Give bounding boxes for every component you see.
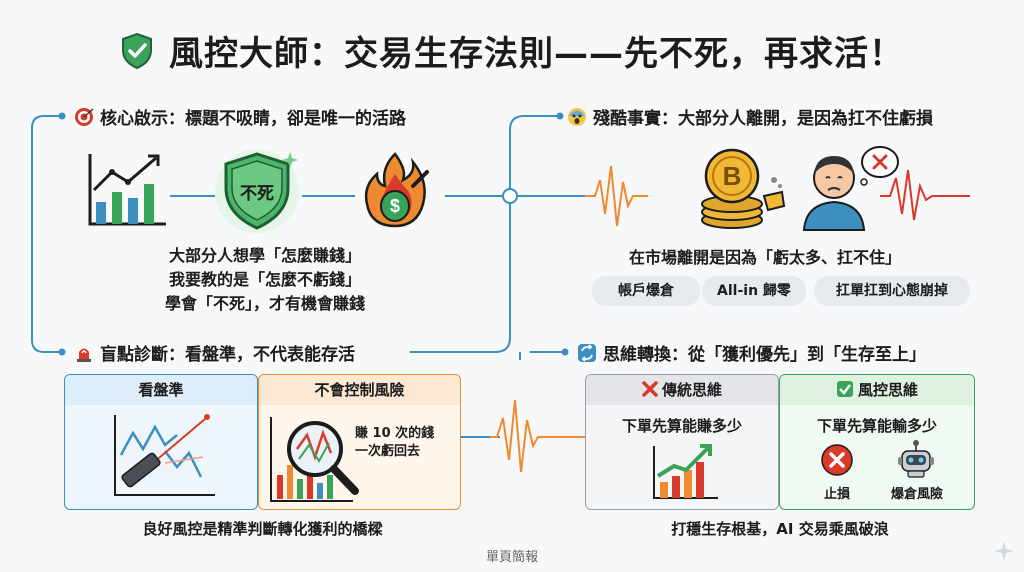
panel-title-chart-accuracy: 看盤準	[65, 375, 257, 405]
mindset-caption: 打穩生存根基，AI 交易乘風破浪	[671, 520, 889, 538]
footer-label: 單頁簡報	[485, 550, 538, 565]
traditional-text: 下單先算能賺多少	[621, 417, 742, 435]
svg-text:B: B	[723, 161, 742, 191]
traditional-title-text: 傳統思維	[661, 381, 722, 399]
diagnosis-heading: 盲點診斷：看盤準，不代表能存活	[74, 340, 355, 365]
robot-icon	[898, 440, 934, 478]
scream-face-icon	[568, 108, 586, 126]
panel-risk-thinking: 風控思維 下單先算能輸多少 止損 爆倉風險	[779, 374, 975, 510]
risk-title-text: 風控思維	[857, 381, 918, 399]
panel-chart-accuracy: 看盤準	[64, 374, 258, 510]
page-title: 風控大師：交易生存法則——先不死，再求活！	[169, 34, 905, 74]
panel-title-no-risk-control: 不會控制風險	[259, 375, 460, 405]
target-icon	[75, 108, 94, 126]
growth-chart-icon	[88, 154, 166, 226]
panel-no-risk-control: 不會控制風險 賺 10 次的錢 一次虧回去	[258, 374, 461, 510]
bitcoin-stack-icon: B	[701, 148, 786, 229]
tag-allin-zero: All-in 歸零	[702, 276, 806, 306]
core-line-3: 學會「不死」，才有機會賺錢	[164, 294, 365, 313]
sparkle-icon	[994, 541, 1014, 561]
fact-heading: 殘酷事實：大部分人離開，是因為扛不住虧損	[567, 104, 933, 129]
risk-text: 下單先算能輸多少	[816, 417, 937, 435]
shield-check-icon	[121, 32, 152, 69]
mindset-heading-text: 思維轉換：從「獲利優先」到「生存至上」	[603, 345, 926, 365]
shield-label: 不死	[240, 184, 274, 204]
core-text-block: 大部分人想學「怎麼賺錢」 我要教的是「怎麼不虧錢」 學會「不死」，才有機會賺錢	[130, 244, 400, 316]
stressed-person-icon	[802, 146, 899, 231]
fact-heading-text: 殘酷事實：大部分人離開，是因為扛不住虧損	[593, 109, 933, 129]
fact-line: 在市場離開是因為「虧太多、扛不住」	[628, 248, 901, 267]
loss-note: 賺 10 次的錢 一次虧回去	[355, 425, 434, 461]
loss-note-line-2: 一次虧回去	[355, 444, 421, 459]
panel-title-traditional: 傳統思維	[586, 375, 778, 405]
core-line-1: 大部分人想學「怎麼賺錢」	[168, 246, 361, 265]
shield-icon	[215, 149, 299, 233]
not-die-shield: 不死	[212, 146, 302, 236]
panel-traditional-thinking: 傳統思維 下單先算能賺多少	[585, 374, 779, 510]
magnifier-chart-icon	[270, 417, 359, 502]
diagnosis-caption: 良好風控是精準判斷轉化獲利的橋樑	[142, 520, 383, 538]
core-heading-text: 核心啟示：標題不吸睛，卻是唯一的活路	[100, 109, 406, 129]
page-header: 風控大師：交易生存法則——先不死，再求活！	[0, 26, 1024, 75]
liquidation-risk-label: 爆倉風險	[890, 487, 943, 502]
switch-arrows-icon	[578, 344, 596, 362]
laser-chart-icon	[114, 414, 215, 496]
core-line-2: 我要教的是「怎麼不虧錢」	[168, 270, 361, 289]
profit-chart-icon	[653, 444, 718, 499]
diagnosis-heading-text: 盲點診斷：看盤準，不代表能存活	[100, 345, 355, 365]
mindset-heading: 思維轉換：從「獲利優先」到「生存至上」	[577, 340, 926, 365]
burning-money-icon: $	[364, 152, 429, 228]
stop-loss-icon	[821, 444, 853, 476]
svg-text:$: $	[390, 196, 400, 216]
loss-note-line-1: 賺 10 次的錢	[355, 426, 435, 441]
panel-title-risk: 風控思維	[780, 375, 974, 405]
stop-loss-label: 止損	[823, 487, 850, 502]
cross-icon	[642, 381, 658, 397]
tag-mindset-collapse: 扛單扛到心態崩掉	[814, 276, 970, 306]
core-heading: 核心啟示：標題不吸睛，卻是唯一的活路	[74, 104, 406, 129]
siren-icon	[77, 348, 91, 362]
check-box-icon	[836, 381, 853, 397]
tag-account-blowup: 帳戶爆倉	[592, 276, 700, 306]
